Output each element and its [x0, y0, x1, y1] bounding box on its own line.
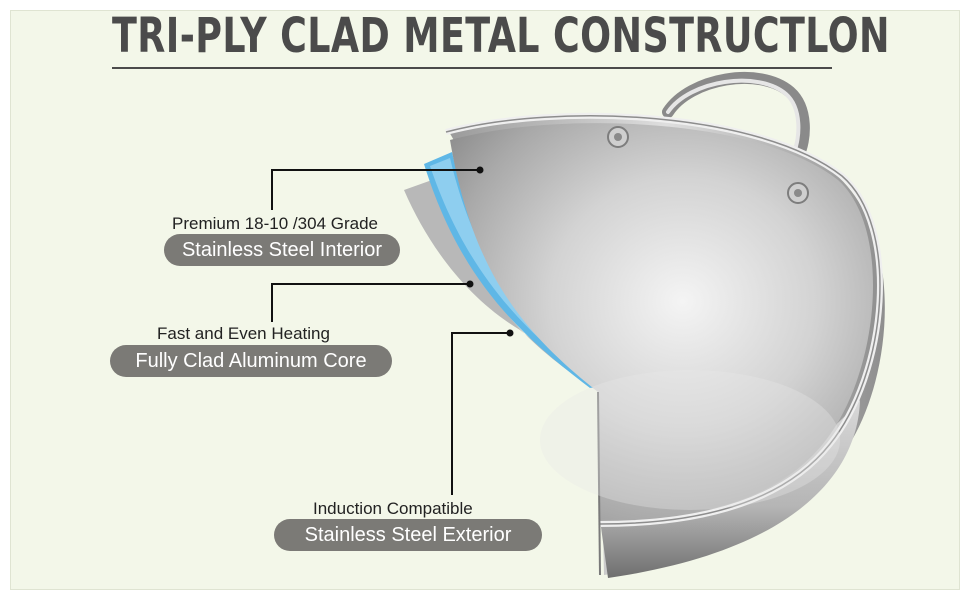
callout-line-exterior — [451, 332, 510, 495]
title-underline — [112, 67, 832, 69]
core-label: Fully Clad Aluminum Core — [110, 345, 392, 377]
interior-label: Stainless Steel Interior — [164, 234, 400, 266]
callout-line-core — [271, 283, 470, 322]
core-caption: Fast and Even Heating — [157, 324, 330, 343]
exterior-caption: Induction Compatible — [313, 499, 473, 518]
rivet-icon — [787, 182, 809, 204]
exterior-label: Stainless Steel Exterior — [274, 519, 542, 551]
rivet-icon — [607, 126, 629, 148]
callout-line-interior — [271, 169, 480, 210]
interior-caption: Premium 18-10 /304 Grade — [172, 214, 378, 233]
